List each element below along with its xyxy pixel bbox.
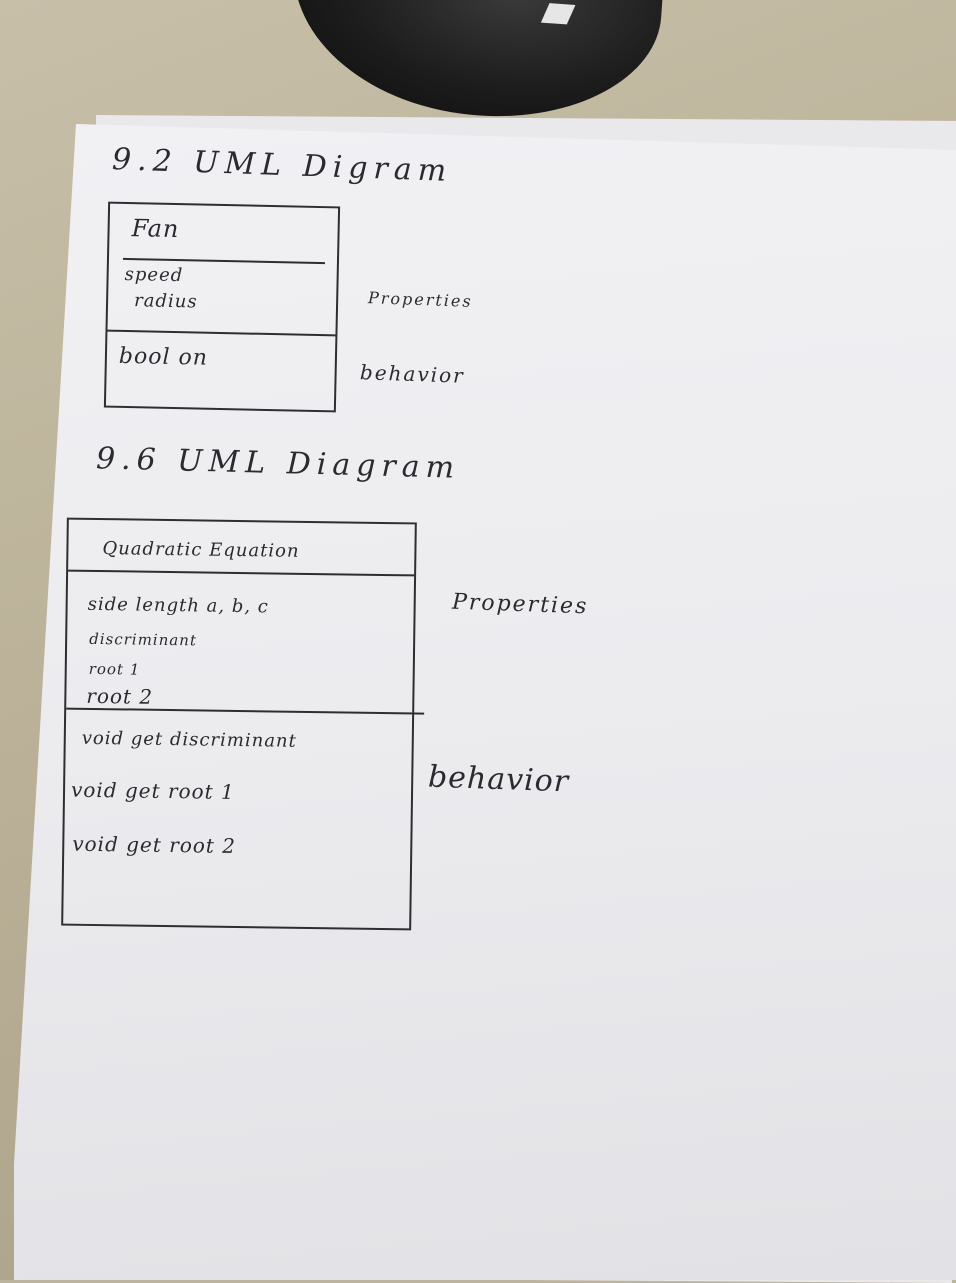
paper-sheet [14,124,956,1280]
fan-attribute-divider [107,329,336,337]
quadratic-class-name: Quadratic Equation [102,538,300,562]
mouse-logo-mark [540,3,576,25]
quadratic-method: void get root 1 [70,777,235,804]
quadratic-attribute-divider [66,707,425,715]
quadratic-name-divider [68,569,415,577]
fan-name-divider [122,257,325,265]
fan-class-name: Fan [131,214,180,244]
diagram1-behavior-label: behavior [359,360,466,388]
quadratic-method: void get discriminant [81,727,297,752]
diagram1-properties-label: Properties [367,288,473,311]
quadratic-attribute: root 2 [86,683,154,709]
fan-class-box: Fan speed radius bool on [103,201,341,413]
quadratic-attribute: side length a, b, c [87,593,269,618]
quadratic-method: void get root 2 [72,831,237,858]
quadratic-attribute: discriminant [89,629,198,650]
fan-attribute: radius [133,290,198,313]
diagram2-properties-label: Properties [451,589,589,620]
quadratic-attribute: root 1 [88,659,141,679]
diagram2-behavior-label: behavior [427,759,570,800]
fan-attribute: speed [124,263,184,287]
quadratic-class-box: Quadratic Equation side length a, b, c d… [61,517,425,931]
fan-method: bool on [118,343,209,371]
